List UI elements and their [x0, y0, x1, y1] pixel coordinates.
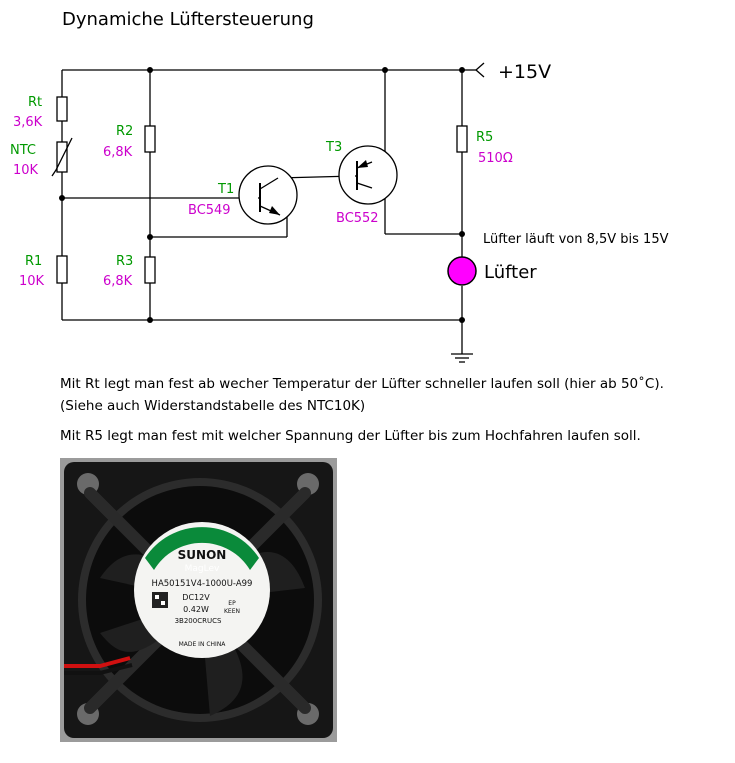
photo-brand: SUNON	[178, 548, 227, 562]
t3-transistor	[338, 145, 398, 205]
r5-value: 510Ω	[478, 151, 513, 166]
ntc-value: 10K	[13, 163, 39, 178]
r2-name: R2	[116, 124, 133, 139]
supply-label: +15V	[498, 61, 551, 83]
page-title: Dynamiche Lüftersteuerung	[62, 9, 314, 30]
fan-note: Lüfter läuft von 8,5V bis 15V	[483, 232, 669, 247]
r2-value: 6,8K	[103, 145, 133, 160]
fan-label: Lüfter	[484, 262, 537, 283]
r3-name: R3	[116, 254, 133, 269]
t1-name: T1	[217, 182, 234, 197]
junction-dot	[382, 67, 388, 73]
photo-model: HA50151V4-1000U-A99	[152, 579, 253, 589]
ntc-mark	[51, 137, 73, 177]
rt-name: Rt	[28, 95, 42, 110]
fan-symbol	[447, 256, 477, 286]
r2-resistor	[144, 125, 156, 153]
junction-dot	[147, 234, 153, 240]
r1-value: 10K	[19, 274, 45, 289]
description-line-3: Mit R5 legt man fest mit welcher Spannun…	[60, 428, 641, 444]
junction-dot	[147, 67, 153, 73]
junction-dot	[459, 231, 465, 237]
r1-resistor	[56, 255, 68, 284]
photo-keen: KEEN	[224, 608, 240, 615]
photo-code: 3B200CRUCS	[175, 617, 222, 625]
r3-value: 6,8K	[103, 274, 133, 289]
t3-value: BC552	[336, 211, 379, 226]
photo-power: 0.42W	[183, 605, 209, 614]
ntc-name: NTC	[10, 143, 36, 158]
rt-resistor	[56, 96, 68, 122]
fan-label-sticker	[134, 522, 270, 658]
photo-series: MagLev	[185, 564, 220, 574]
description-line-1: Mit Rt legt man fest ab wecher Temperatu…	[60, 376, 664, 392]
junction-dot	[459, 67, 465, 73]
t1-transistor	[238, 165, 298, 225]
fan-photo: SUNON MagLev HA50151V4-1000U-A99 DC12V E…	[60, 458, 337, 742]
r5-name: R5	[476, 130, 493, 145]
r3-resistor	[144, 256, 156, 284]
rt-value: 3,6K	[13, 115, 43, 130]
r5-resistor	[456, 125, 468, 153]
junction-dot	[459, 317, 465, 323]
t3-name: T3	[325, 140, 342, 155]
circuit-diagram: +15V Rt 3,6K NTC 10K R1 10K R2 6,8K R3 6…	[10, 61, 669, 363]
photo-origin: MADE IN CHINA	[179, 641, 227, 648]
photo-rating: DC12V	[182, 593, 210, 602]
junction-dot	[147, 317, 153, 323]
r1-name: R1	[25, 254, 42, 269]
photo-ep: EP	[228, 600, 236, 607]
junction-dot	[59, 195, 65, 201]
t1-value: BC549	[188, 203, 231, 218]
description-line-2: (Siehe auch Widerstandstabelle des NTC10…	[60, 398, 366, 414]
